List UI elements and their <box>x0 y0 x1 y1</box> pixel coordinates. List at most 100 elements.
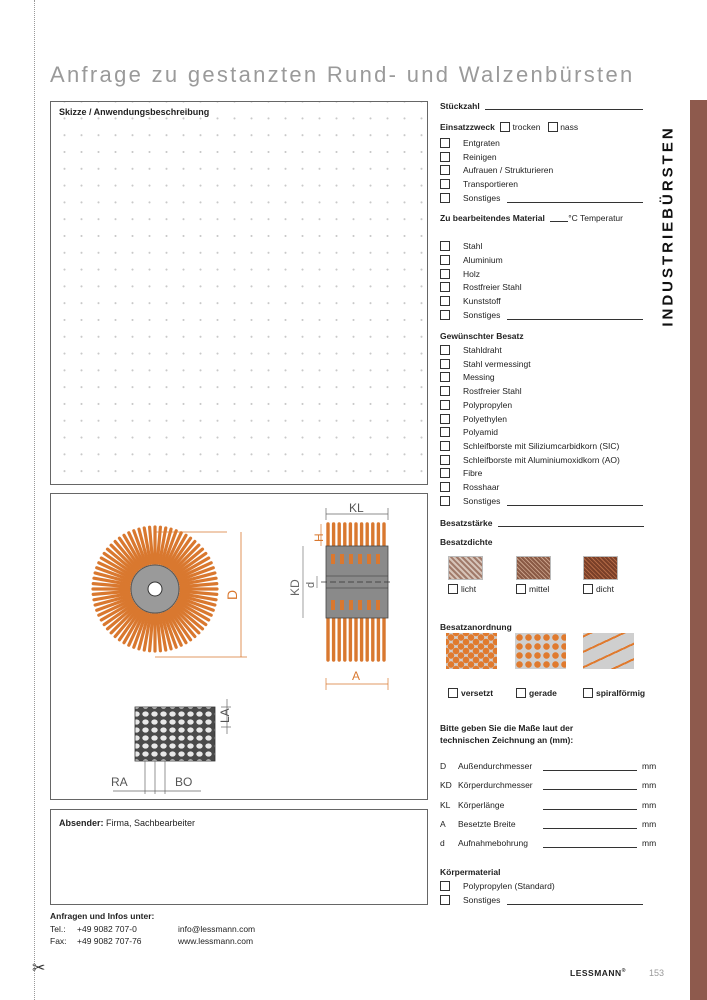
material-checkbox[interactable] <box>440 241 450 251</box>
besatz-label: Stahl vermessingt <box>463 358 531 369</box>
bristle-tuft <box>164 531 183 568</box>
bristle-tuft <box>142 526 153 565</box>
koerpermaterial-heading: Körpermaterial <box>440 867 501 877</box>
koerpermaterial-checkbox[interactable] <box>440 881 450 891</box>
einsatzzweck-checkbox[interactable] <box>440 138 450 148</box>
bristle-tuft <box>179 581 219 589</box>
bristle-tuft <box>166 533 188 569</box>
einsatzzweck-row: Einsatzzweck trocken nass <box>440 122 579 132</box>
sketch-box[interactable]: Skizze / Anwendungsbeschreibung <box>50 101 428 485</box>
dimension-name: Aufnahmebohrung <box>458 838 528 849</box>
dimension-input-field[interactable] <box>543 837 637 849</box>
bristle-tuft <box>178 571 217 584</box>
bristle-tuft <box>97 598 134 617</box>
brush-technical-drawing: D KL H KD d A <box>91 501 393 794</box>
material-label: Holz <box>463 268 481 279</box>
besatz-checkbox[interactable] <box>440 427 450 438</box>
dimension-name: Körperlänge <box>458 799 505 810</box>
besatz-checkbox[interactable] <box>440 372 450 383</box>
besatz-heading: Gewünschter Besatz <box>440 331 524 341</box>
besatz-checkbox[interactable] <box>440 358 450 369</box>
dim-RA-label: RA <box>111 775 128 789</box>
bristle-tuft <box>93 571 132 584</box>
besatz-checkbox[interactable] <box>440 482 450 492</box>
bristle-tuft <box>132 611 148 649</box>
bristle-tuft <box>177 566 215 582</box>
dimension-name: Körperdurchmesser <box>458 780 533 791</box>
dimension-unit: mm <box>642 838 657 849</box>
page-number: 153 <box>649 968 665 978</box>
besatz-checkbox[interactable] <box>440 454 450 465</box>
email-link[interactable]: info@lessmann.com <box>178 923 256 934</box>
roller-brush-drawing: KL H KD d A <box>288 501 393 690</box>
bristle-tuft <box>95 596 133 612</box>
dimension-name: Außendurchmesser <box>458 761 533 771</box>
dimension-input-field[interactable] <box>543 779 637 791</box>
arrangement-spiral-pattern <box>583 633 634 669</box>
besatz-checkbox[interactable] <box>440 468 450 479</box>
dimension-input-field[interactable] <box>543 760 637 771</box>
material-label: Rostfreier Stahl <box>463 282 522 293</box>
besatz-checkbox[interactable] <box>440 386 450 397</box>
besatzanordnung-heading: Besatzanordnung <box>440 622 512 632</box>
besatz-checkbox[interactable] <box>440 440 450 451</box>
bristle-tuft <box>127 531 146 568</box>
material-label: Stahl <box>463 241 483 251</box>
material-label: Sonstiges <box>463 310 501 320</box>
bristle-tuft <box>173 604 205 631</box>
material-other-field[interactable] <box>507 310 643 320</box>
dimension-input-field[interactable] <box>543 818 637 829</box>
besatz-other-field[interactable] <box>507 496 643 506</box>
tel-number: +49 9082 707-0 <box>77 923 137 934</box>
bristle-tuft <box>92 576 131 587</box>
trocken-checkbox[interactable] <box>500 122 511 132</box>
bristle-tuft <box>166 609 188 645</box>
bristle-tuft <box>91 589 131 597</box>
material-checkbox[interactable] <box>440 282 450 293</box>
bristle-tuft <box>176 598 213 617</box>
material-checkbox[interactable] <box>440 296 450 307</box>
nass-checkbox[interactable] <box>547 122 558 132</box>
stueckzahl-field[interactable] <box>485 100 644 110</box>
dim-D-label: D <box>224 590 240 600</box>
dimension-name: Besetzte Breite <box>458 818 516 829</box>
bristle-tuft <box>137 612 150 651</box>
bristle-tuft <box>147 613 155 653</box>
dimension-input-field[interactable] <box>543 799 637 810</box>
einsatzzweck-label: Entgraten <box>463 138 500 148</box>
temperatur-field[interactable] <box>550 212 569 222</box>
round-brush-drawing: D <box>91 525 247 658</box>
material-checkbox[interactable] <box>440 268 450 279</box>
einsatzzweck-checkbox[interactable] <box>440 151 450 162</box>
besatzstaerke-field[interactable] <box>497 517 644 527</box>
einsatzzweck-checkbox[interactable] <box>440 192 450 203</box>
page-title: Anfrage zu gestanzten Rund- und Walzenbü… <box>50 62 635 87</box>
koerpermaterial-checkbox[interactable] <box>440 895 450 905</box>
einsatzzweck-checkbox[interactable] <box>440 179 450 190</box>
bristle-tuft <box>160 612 173 651</box>
website-link[interactable]: www.lessmann.com <box>178 936 254 946</box>
besatz-checkbox[interactable] <box>440 345 450 355</box>
bristle-tuft <box>160 527 173 566</box>
bristle-tuft <box>170 607 197 639</box>
besatz-checkbox[interactable] <box>440 399 450 410</box>
besatz-label: Messing <box>463 372 495 383</box>
einsatzzweck-checkbox[interactable] <box>440 165 450 176</box>
material-checkbox[interactable] <box>440 254 450 265</box>
bristle-tuft <box>102 551 136 576</box>
material-checkbox[interactable] <box>440 310 450 320</box>
bristle-tuft <box>97 561 134 580</box>
besatz-checkbox[interactable] <box>440 495 450 506</box>
dim-BO-label: BO <box>175 775 192 789</box>
einsatzzweck-other-field[interactable] <box>507 193 643 203</box>
bristle-tuft <box>99 600 135 622</box>
sender-box[interactable]: Absender: Firma, Sachbearbeiter <box>50 809 428 905</box>
koerpermaterial-other-field[interactable] <box>507 895 643 905</box>
dimension-unit: mm <box>642 818 657 829</box>
material-row: Zu bearbeitendes Material °C Temperatur <box>440 212 623 223</box>
dimension-unit: mm <box>642 799 657 810</box>
besatz-checkbox[interactable] <box>440 413 450 424</box>
side-title: INDUSTRIEBÜRSTEN <box>659 124 677 327</box>
